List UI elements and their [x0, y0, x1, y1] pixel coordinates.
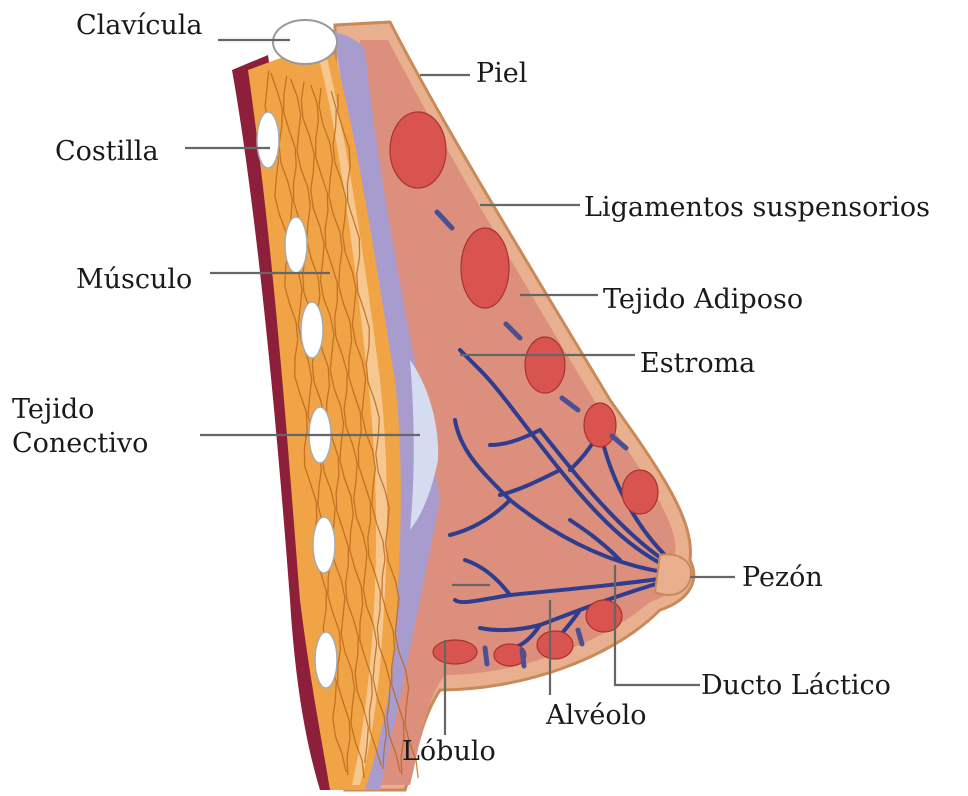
label-tejido-adiposo: Tejido Adiposo: [603, 284, 803, 315]
rib-bone: [285, 217, 307, 273]
label-ligamentos-suspensorios: Ligamentos suspensorios: [584, 192, 930, 223]
label-tejido-conectivo-line1: Tejido: [12, 394, 94, 425]
label-alveolo: Alvéolo: [546, 700, 647, 731]
fat-lobule: [461, 228, 509, 308]
fat-lobule: [433, 640, 477, 664]
fat-lobule: [622, 470, 658, 514]
fat-lobule: [525, 337, 565, 393]
label-ducto-lactico: Ducto Láctico: [701, 670, 891, 701]
label-musculo: Músculo: [76, 264, 192, 295]
label-estroma: Estroma: [640, 348, 755, 379]
rib-bone: [301, 302, 323, 358]
fat-lobule: [584, 403, 616, 447]
rib-bone: [257, 112, 279, 168]
ligament: [485, 648, 487, 664]
label-pezon: Pezón: [742, 562, 823, 593]
fat-lobule: [586, 600, 622, 632]
nipple: [655, 554, 691, 594]
label-costilla: Costilla: [55, 136, 159, 167]
rib-bone: [313, 517, 335, 573]
label-lobulo: Lóbulo: [402, 736, 496, 767]
fat-lobule: [537, 631, 573, 659]
label-tejido-conectivo-line2: Conectivo: [12, 428, 148, 459]
label-clavicula: Clavícula: [76, 10, 203, 41]
rib-bone: [315, 632, 337, 688]
fat-lobule: [390, 112, 446, 188]
clavicle-bone: [273, 20, 337, 64]
ligament: [522, 650, 524, 666]
label-piel: Piel: [476, 58, 527, 89]
